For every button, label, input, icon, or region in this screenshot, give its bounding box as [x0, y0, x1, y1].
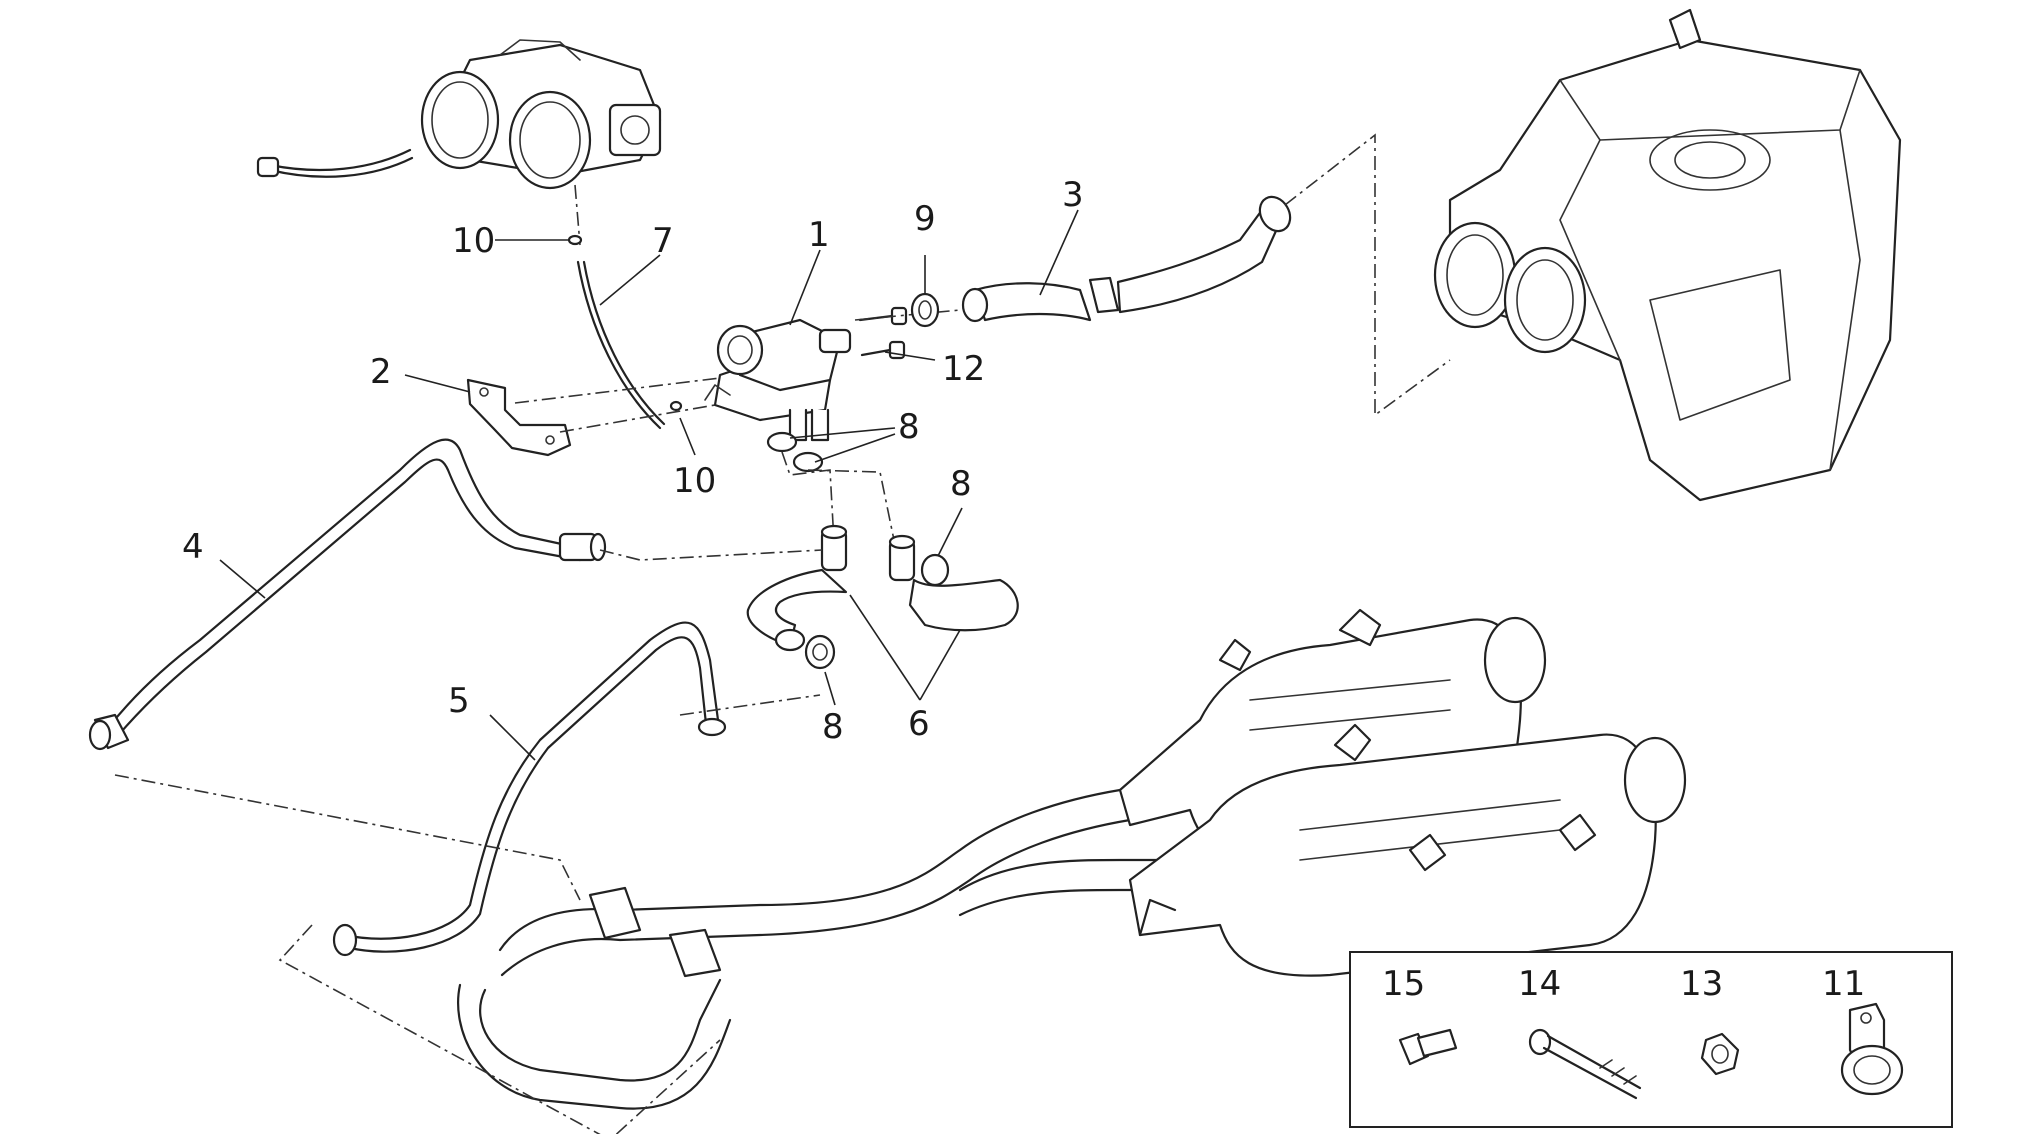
inset-label-13: 13 — [1680, 964, 1723, 1004]
callout-7: 7 — [652, 221, 674, 261]
inset-label-15: 15 — [1382, 964, 1425, 1004]
air-pipe-right — [332, 621, 727, 957]
inset-label-14: 14 — [1518, 964, 1561, 1004]
exhaust-headers — [457, 788, 1262, 1110]
callout-8-lower: 8 — [822, 707, 844, 747]
air-intake-hose — [961, 195, 1292, 323]
inset-label-11: 11 — [1822, 964, 1865, 1004]
callout-10-lower: 10 — [673, 461, 716, 501]
centerline-airbox — [1284, 133, 1451, 417]
callout-6: 6 — [908, 704, 930, 744]
throttle-body — [256, 39, 662, 190]
mounting-bracket — [466, 378, 572, 457]
p-clamp-icon — [1840, 1002, 1904, 1096]
callout-4: 4 — [182, 527, 204, 567]
bolt-12 — [860, 340, 906, 360]
hose-clamp-9 — [910, 292, 940, 328]
hose-clamp-8-lower — [804, 634, 836, 670]
bolt-upper — [858, 306, 908, 326]
callout-1: 1 — [808, 215, 830, 255]
leader-lines — [219, 209, 1079, 761]
callout-2: 2 — [370, 352, 392, 392]
callout-8-upper: 8 — [898, 407, 920, 447]
flange-bolt-icon — [1398, 1028, 1458, 1066]
centerline-throttle — [574, 184, 581, 246]
secondary-air-valve — [704, 318, 852, 442]
hardware-inset: 15 14 13 11 — [1349, 951, 1953, 1128]
callout-12: 12 — [942, 349, 985, 389]
vacuum-hose — [576, 260, 683, 430]
callout-3: 3 — [1062, 175, 1084, 215]
y-connector-hose — [746, 524, 1019, 652]
long-bolt-icon — [1528, 1028, 1642, 1100]
callout-9: 9 — [914, 199, 936, 239]
callout-5: 5 — [448, 681, 470, 721]
airbox — [1433, 8, 1902, 502]
callout-8-right: 8 — [950, 464, 972, 504]
o-ring-upper — [567, 234, 583, 246]
muffler-lower — [1128, 723, 1687, 977]
spacer-bushing-icon — [1700, 1032, 1740, 1076]
air-pipe-left — [88, 438, 607, 751]
callout-10-upper: 10 — [452, 221, 495, 261]
hose-clamps-8-upper — [766, 431, 824, 473]
